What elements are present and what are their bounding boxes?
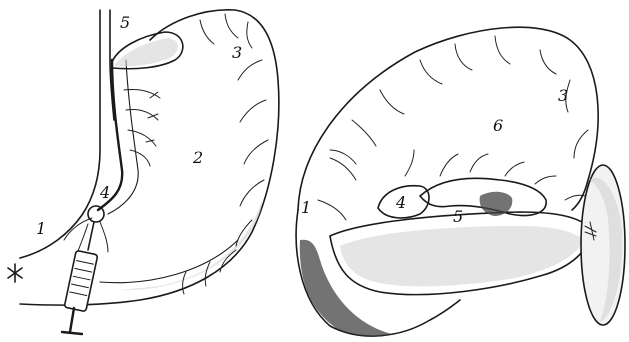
right-label-4: 4 (395, 193, 406, 212)
right-label-5: 5 (453, 207, 463, 226)
left-label-3: 3 (232, 43, 242, 62)
left-label-2: 2 (192, 148, 203, 167)
right-label-6: 6 (493, 116, 503, 135)
right-stomach-outline (298, 27, 598, 210)
left-label-1: 1 (36, 219, 46, 238)
star-mark-icon (8, 264, 22, 282)
right-label-1: 1 (301, 198, 311, 217)
left-label-4: 4 (99, 183, 110, 202)
left-stomach-shading (120, 200, 262, 290)
syringe-icon (62, 222, 98, 334)
right-label-3: 3 (558, 86, 568, 105)
left-node-4 (88, 206, 104, 222)
left-stomach-lower-curve (100, 240, 238, 283)
right-stomach-drawing (296, 27, 625, 336)
left-tube-outer (20, 10, 100, 258)
left-label-5: 5 (120, 13, 130, 32)
right-vessel-branches (318, 36, 588, 220)
right-pancreas-shading (340, 226, 584, 286)
